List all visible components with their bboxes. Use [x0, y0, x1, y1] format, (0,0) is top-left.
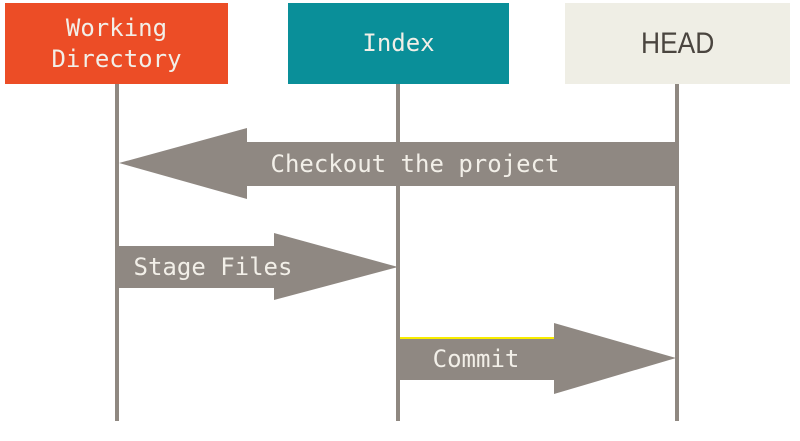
commit-arrowhead-right-icon [554, 323, 676, 394]
stage-files-arrow-label: Stage Files [133, 253, 293, 281]
stage-files-arrow-body [117, 246, 274, 288]
commit-arrow-body [398, 337, 554, 380]
index-box: Index [288, 3, 509, 84]
commit-arrow-yellow-highlight [400, 337, 554, 339]
checkout-arrow-label: Checkout the project [270, 150, 560, 178]
index-lifeline [396, 84, 400, 421]
working-directory-label: Working Directory [51, 13, 182, 73]
stage-files-arrowhead-right-icon [274, 233, 398, 300]
checkout-arrow-body [247, 142, 679, 186]
head-lifeline [675, 84, 679, 421]
head-box: HEAD [565, 3, 790, 84]
index-label: Index [362, 29, 435, 57]
commit-arrow-label: Commit [432, 344, 520, 373]
working-directory-box: Working Directory [5, 3, 228, 84]
checkout-arrowhead-left-icon [119, 128, 247, 199]
head-label: HEAD [640, 27, 715, 60]
